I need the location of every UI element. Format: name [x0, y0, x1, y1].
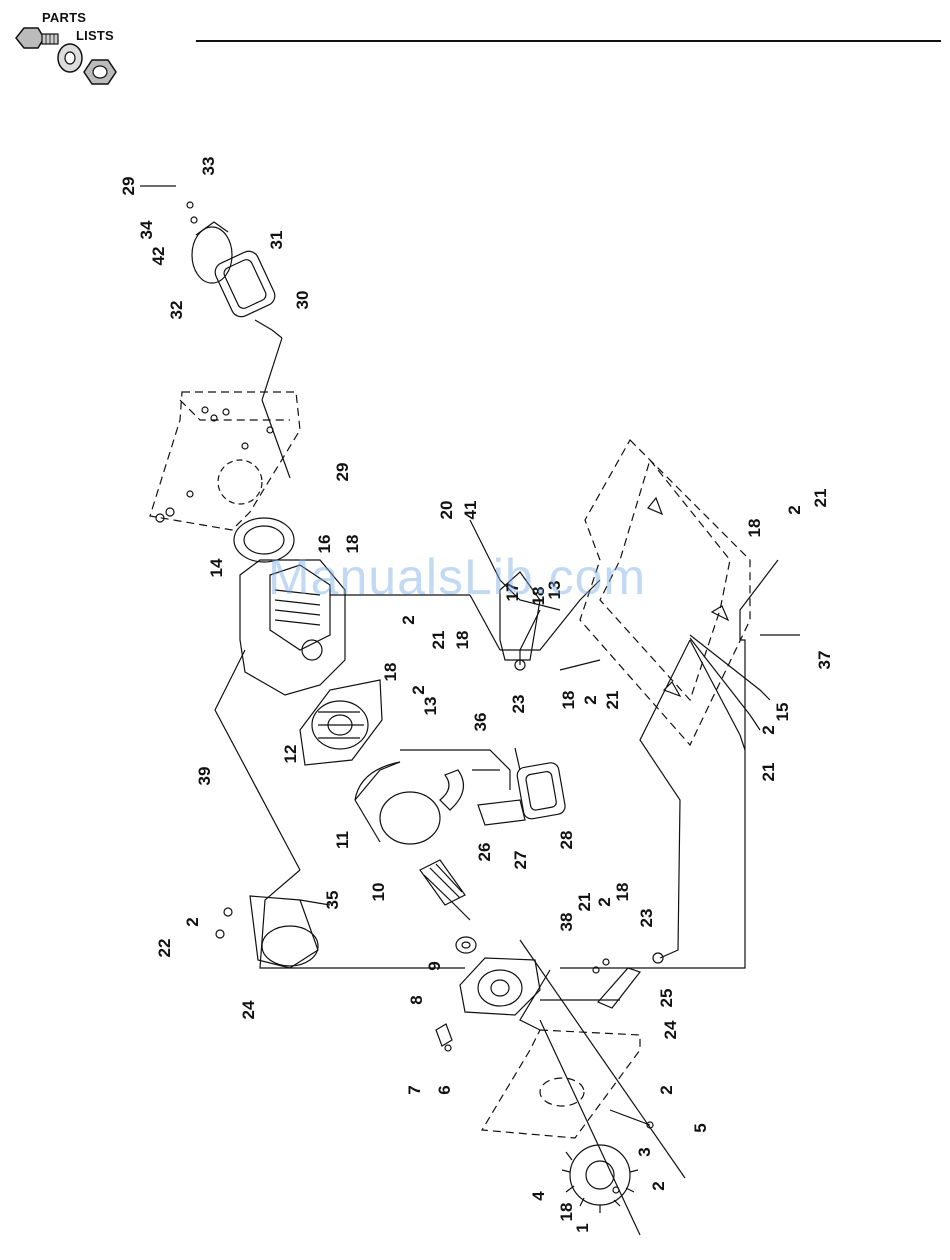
callout-31: 31: [267, 231, 286, 250]
callout-32: 32: [167, 301, 186, 320]
brush-holder: [436, 1024, 452, 1051]
callout-4: 4: [529, 1191, 548, 1201]
callout-37: 37: [815, 651, 834, 670]
callout-2: 2: [409, 685, 428, 694]
callout-18: 18: [613, 883, 632, 902]
callout-36: 36: [471, 713, 490, 732]
stator: [355, 762, 440, 844]
callout-1: 1: [573, 1223, 592, 1232]
callout-13: 13: [421, 697, 440, 716]
callout-18: 18: [453, 631, 472, 650]
callout-29: 29: [333, 463, 352, 482]
callout-5: 5: [691, 1123, 710, 1132]
callout-8: 8: [407, 995, 426, 1004]
air-filter-assembly: [140, 186, 290, 478]
callout-21: 21: [429, 631, 448, 650]
callout-21: 21: [811, 489, 830, 508]
callout-41: 41: [461, 501, 480, 520]
callout-29: 29: [119, 177, 138, 196]
callout-21: 21: [575, 893, 594, 912]
rotor: [420, 860, 470, 920]
callout-2: 2: [657, 1085, 676, 1094]
callout-39: 39: [195, 767, 214, 786]
control-panel-holes: [156, 407, 273, 522]
callout-21: 21: [603, 691, 622, 710]
callout-24: 24: [239, 1000, 258, 1019]
callout-42: 42: [149, 247, 168, 266]
callout-26: 26: [475, 843, 494, 862]
callout-6: 6: [435, 1085, 454, 1094]
callout-2: 2: [183, 917, 202, 926]
callout-23: 23: [637, 909, 656, 928]
callout-7: 7: [405, 1085, 424, 1094]
callout-18: 18: [381, 663, 400, 682]
callout-25: 25: [657, 989, 676, 1008]
callout-21: 21: [759, 763, 778, 782]
callout-15: 15: [773, 703, 792, 722]
callout-22: 22: [155, 939, 174, 958]
callout-28: 28: [557, 831, 576, 850]
engine-adapter: [300, 680, 382, 765]
callout-18: 18: [559, 691, 578, 710]
callout-3: 3: [635, 1147, 654, 1156]
callout-12: 12: [281, 745, 300, 764]
callout-24: 24: [661, 1020, 680, 1039]
support-brackets: [400, 748, 566, 825]
callout-27: 27: [511, 851, 530, 870]
callout-18: 18: [557, 1203, 576, 1222]
bearing: [456, 937, 476, 953]
watermark: ManualsLib.com: [268, 548, 646, 606]
callout-23: 23: [509, 695, 528, 714]
callout-33: 33: [199, 157, 218, 176]
callout-2: 2: [399, 615, 418, 624]
callout-14: 14: [207, 558, 226, 577]
callout-2: 2: [595, 897, 614, 906]
callout-11: 11: [333, 831, 352, 849]
callout-38: 38: [557, 913, 576, 932]
callout-18: 18: [745, 519, 764, 538]
callout-35: 35: [323, 891, 342, 910]
callout-20: 20: [437, 501, 456, 520]
callout-9: 9: [425, 961, 444, 970]
lower-panel: [482, 1030, 640, 1138]
callout-34: 34: [137, 220, 156, 239]
callout-2: 2: [785, 505, 804, 514]
callout-2: 2: [649, 1181, 668, 1190]
alternator-housing: [216, 896, 330, 968]
callout-10: 10: [369, 883, 388, 902]
callout-2: 2: [759, 725, 778, 734]
callout-2: 2: [581, 695, 600, 704]
callout-30: 30: [293, 291, 312, 310]
